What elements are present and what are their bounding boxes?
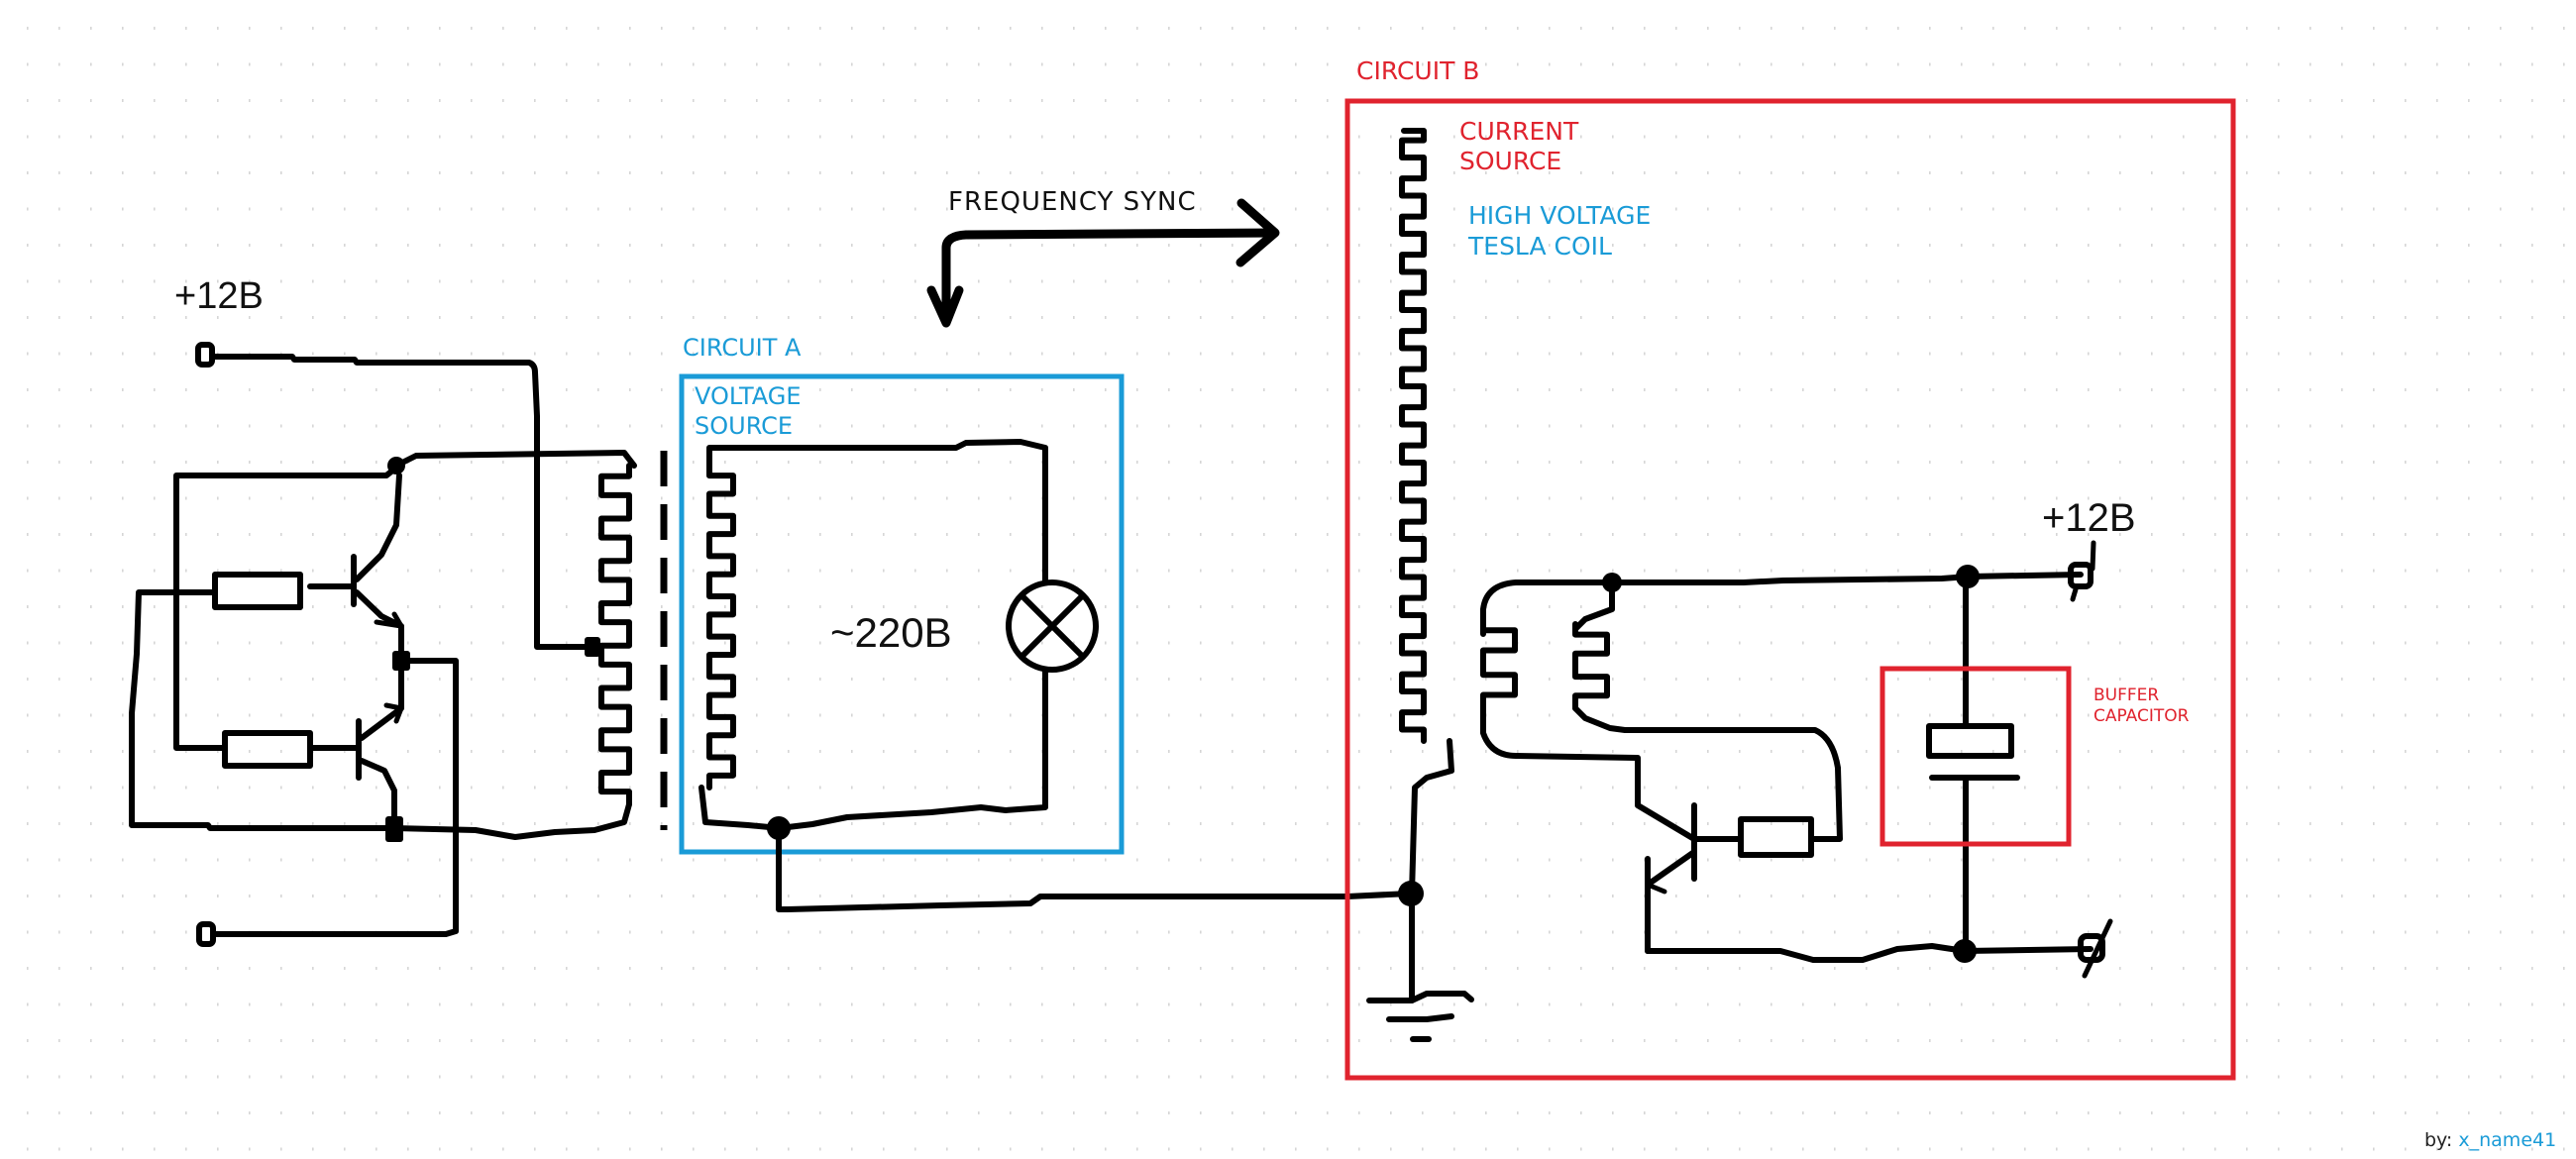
- circuit-a-loop-wire: [698, 439, 1048, 831]
- buffer-capacitor-label-line2: CAPACITOR: [2093, 706, 2190, 726]
- secondary-coil: [706, 463, 736, 790]
- supply-terminal-right-top[interactable]: [2068, 540, 2096, 602]
- primary-top-wire: [393, 450, 637, 469]
- credit-author-link[interactable]: x_name41: [2458, 1129, 2557, 1151]
- outer-feedback-wire: [129, 589, 397, 831]
- right-supply-label: +12B: [2042, 496, 2136, 540]
- circuit-a-frame: [679, 373, 1125, 855]
- credit-prefix: by:: [2424, 1129, 2453, 1151]
- left-supply-label: +12B: [174, 275, 264, 317]
- transistor-t2: [356, 658, 404, 831]
- resistor-r3: [1738, 816, 1814, 858]
- circuit-b: [1344, 98, 2236, 1081]
- circuit-a-subtitle-line1: VOLTAGE: [695, 382, 802, 410]
- feedback-coil: [1572, 621, 1610, 711]
- driver-circuit: [129, 342, 668, 947]
- tesla-coil: [1399, 128, 1427, 744]
- transistor-t1: [351, 473, 404, 664]
- frequency-sync-arrow: [926, 198, 1280, 328]
- primary-bottom-wire: [391, 801, 632, 840]
- buffer-capacitor-label-line1: BUFFER: [2093, 685, 2160, 705]
- supply-terminal-left-bottom[interactable]: [196, 921, 216, 947]
- circuit-b-supply-wire: [1480, 572, 2084, 637]
- feedback-coil-bottom-wire: [1480, 705, 1697, 842]
- inner-feedback-wire: [173, 465, 399, 751]
- ground-icon: [1366, 991, 1474, 1042]
- junction-dot: [767, 816, 791, 840]
- junction-dot: [1398, 881, 1424, 906]
- supply-terminal-right-bottom[interactable]: [2078, 918, 2113, 979]
- tesla-coil-base-wire: [1409, 738, 1454, 1003]
- circuit-b-title: CIRCUIT B: [1356, 56, 1480, 85]
- buffer-capacitor-frame: [1879, 666, 2072, 847]
- circuit-a: [679, 373, 1125, 855]
- center-tap-return-wire: [210, 658, 459, 937]
- transistor-t3: [1645, 802, 1744, 954]
- primary-coil: [598, 463, 632, 807]
- circuit-a-voltage-label: ~220B: [830, 609, 952, 656]
- frequency-sync-label: FREQUENCY SYNC: [948, 187, 1197, 217]
- resistor-r1: [212, 572, 303, 610]
- author-credit: by: x_name41: [2424, 1129, 2556, 1151]
- circuit-b-subtitle-line1: CURRENT: [1459, 117, 1579, 146]
- ground-link-wire: [776, 829, 1413, 912]
- circuit-a-subtitle-line2: SOURCE: [695, 412, 794, 440]
- junction-dot: [1956, 565, 1980, 588]
- tesla-coil-label-line1: HIGH VOLTAGE: [1468, 201, 1652, 230]
- tesla-coil-label-line2: TESLA COIL: [1468, 232, 1612, 261]
- feedback-coil-right-wire: [1572, 580, 1843, 842]
- capacitor-icon: [1926, 723, 2020, 781]
- circuit-b-frame: [1344, 98, 2236, 1081]
- junction-dot: [1953, 939, 1977, 963]
- junction-dot: [1602, 573, 1622, 592]
- lamp-icon: [1006, 580, 1099, 673]
- feedback-coil: [1480, 616, 1518, 711]
- coil-tap-junction: [585, 637, 600, 657]
- circuit-b-subtitle-line2: SOURCE: [1459, 147, 1562, 175]
- circuit-a-title: CIRCUIT A: [683, 334, 802, 362]
- supply-feed-wire: [209, 354, 595, 650]
